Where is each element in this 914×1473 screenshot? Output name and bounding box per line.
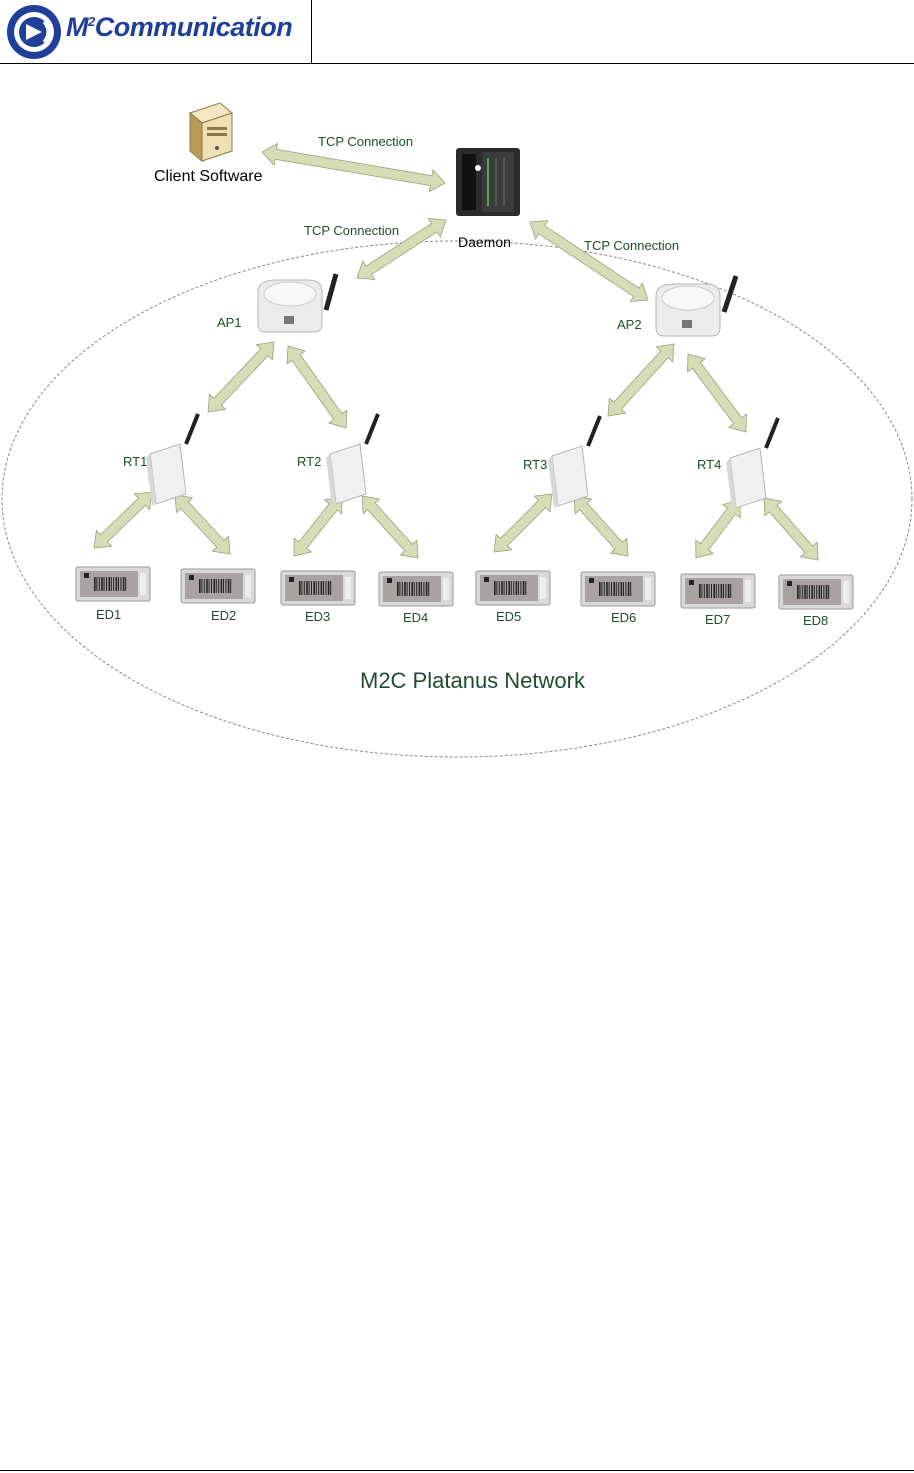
ed7-label: ED7 [705, 612, 730, 627]
ap2-device-icon [656, 276, 736, 336]
rt4-device-icon [726, 418, 778, 510]
header-rule [0, 63, 914, 64]
ed1-device-icon [76, 567, 150, 601]
tcp-ap2-label: TCP Connection [584, 238, 679, 253]
ed6-device-icon [581, 572, 655, 606]
arrow-ap1-rt2 [287, 346, 347, 428]
footer-rule [0, 1470, 914, 1471]
rt2-label: RT2 [297, 454, 321, 469]
arrow-client-daemon [262, 143, 445, 191]
ed8-device-icon [779, 575, 853, 609]
arrow-ap2-rt4 [688, 354, 747, 432]
logo-text: M2Communication [66, 12, 292, 43]
rt2-device-icon [326, 414, 378, 506]
rt4-label: RT4 [697, 457, 721, 472]
arrow-ap2-rt3 [608, 344, 674, 416]
arrow-daemon-ap2 [530, 221, 648, 302]
tcp-ap1-label: TCP Connection [304, 223, 399, 238]
ap1-device-icon [258, 274, 336, 332]
arrow-rt3-ed5 [494, 494, 552, 552]
arrow-rt1-ed1 [94, 492, 152, 548]
header-divider [311, 0, 312, 63]
network-label: M2C Platanus Network [360, 668, 586, 693]
ed5-device-icon [476, 571, 550, 605]
ed1-label: ED1 [96, 607, 121, 622]
network-diagram: Client Software Daemon TCP Connection TC… [0, 70, 914, 770]
client-software-label: Client Software [154, 168, 263, 185]
ed2-device-icon [181, 569, 255, 603]
ed7-device-icon [681, 574, 755, 608]
ed3-label: ED3 [305, 609, 330, 624]
rt3-device-icon [548, 416, 600, 508]
rt3-label: RT3 [523, 457, 547, 472]
arrow-rt2-ed4 [362, 496, 418, 558]
ap1-label: AP1 [217, 315, 242, 330]
ed4-label: ED4 [403, 610, 428, 625]
ed5-label: ED5 [496, 609, 521, 624]
ed3-device-icon [281, 571, 355, 605]
ed8-label: ED8 [803, 613, 828, 628]
rt1-device-icon [146, 414, 198, 506]
arrow-rt4-ed8 [764, 498, 818, 560]
client-server-icon [190, 103, 232, 161]
end-devices: ED1 ED2 ED3 ED4 ED5 ED6 ED7 ED8 [76, 567, 853, 628]
rt1-label: RT1 [123, 454, 147, 469]
page-header: M2Communication [0, 0, 914, 64]
ed6-label: ED6 [611, 610, 636, 625]
arrow-rt3-ed6 [574, 496, 628, 556]
daemon-server-icon [456, 148, 520, 216]
ed2-label: ED2 [211, 608, 236, 623]
ap2-label: AP2 [617, 317, 642, 332]
arrow-rt1-ed2 [175, 495, 230, 554]
arrow-rt2-ed3 [294, 496, 342, 556]
arrow-ap1-rt1 [208, 342, 274, 412]
tcp-client-label: TCP Connection [318, 134, 413, 149]
m2c-logo-icon [4, 2, 64, 62]
daemon-label: Daemon [458, 234, 511, 250]
ed4-device-icon [379, 572, 453, 606]
